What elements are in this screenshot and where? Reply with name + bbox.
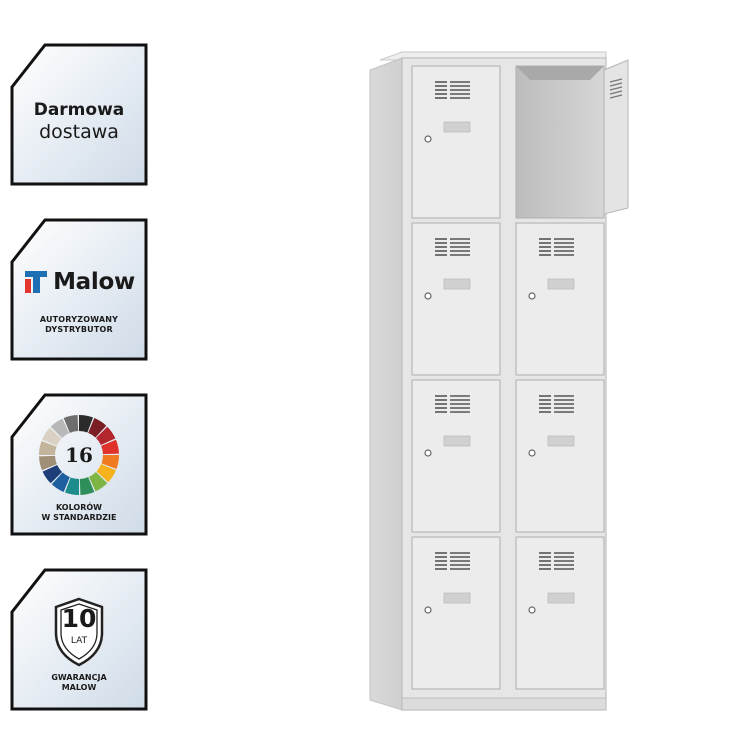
color-swatch bbox=[101, 439, 119, 455]
badge-frame bbox=[10, 393, 148, 536]
authorized-distributor-badge: Malow AUTORYZOWANY DYSTRYBUTOR bbox=[10, 218, 148, 361]
locker-door bbox=[411, 536, 501, 690]
badge-line-1: KOLORÓW bbox=[55, 503, 103, 512]
color-swatch bbox=[96, 464, 116, 483]
color-swatch bbox=[42, 464, 63, 484]
badge-frame bbox=[10, 43, 148, 186]
color-swatch bbox=[39, 455, 57, 471]
colors-badge: 16 KOLORÓW W STANDARDZIE bbox=[10, 393, 148, 536]
locker-door bbox=[411, 379, 501, 533]
badge-line-2: W STANDARDZIE bbox=[41, 513, 117, 522]
free-delivery-badge: Darmowa dostawa bbox=[10, 43, 148, 186]
locker-compartment-open bbox=[515, 59, 629, 219]
color-swatch bbox=[95, 426, 116, 446]
badge-title: Darmowa bbox=[33, 100, 125, 120]
color-swatch bbox=[51, 472, 70, 492]
locker-door bbox=[411, 222, 501, 376]
warranty-badge: 10 LAT GWARANCJA MALOW bbox=[10, 568, 148, 711]
color-swatch bbox=[64, 477, 79, 495]
badge-subtitle: dostawa bbox=[39, 121, 119, 143]
badge-frame bbox=[10, 218, 148, 361]
shield-icon bbox=[54, 597, 104, 667]
color-wheel-icon bbox=[39, 415, 119, 495]
locker-door bbox=[515, 536, 605, 690]
badge-line-2: DYSTRYBUTOR bbox=[45, 325, 113, 334]
badge-line-2: MALOW bbox=[61, 683, 97, 692]
color-swatch bbox=[101, 455, 119, 470]
locker-door bbox=[411, 65, 501, 219]
badge-line-1: AUTORYZOWANY bbox=[39, 315, 119, 324]
warranty-unit: LAT bbox=[70, 636, 88, 646]
color-swatch bbox=[88, 471, 108, 492]
warranty-years: 10 bbox=[61, 604, 97, 633]
color-swatch bbox=[39, 440, 57, 455]
color-swatch bbox=[42, 427, 62, 446]
color-swatch bbox=[79, 477, 95, 495]
locker-door bbox=[515, 379, 605, 533]
color-swatch bbox=[79, 415, 94, 433]
color-swatch bbox=[50, 418, 70, 439]
badge-line-1: GWARANCJA bbox=[51, 673, 107, 682]
locker-cabinet-image bbox=[369, 51, 629, 711]
malow-logo-icon bbox=[25, 271, 48, 293]
locker-door bbox=[515, 222, 605, 376]
color-count: 16 bbox=[65, 443, 93, 467]
brand-name: Malow bbox=[53, 269, 135, 295]
color-swatch bbox=[88, 418, 107, 438]
color-swatch bbox=[63, 415, 79, 433]
